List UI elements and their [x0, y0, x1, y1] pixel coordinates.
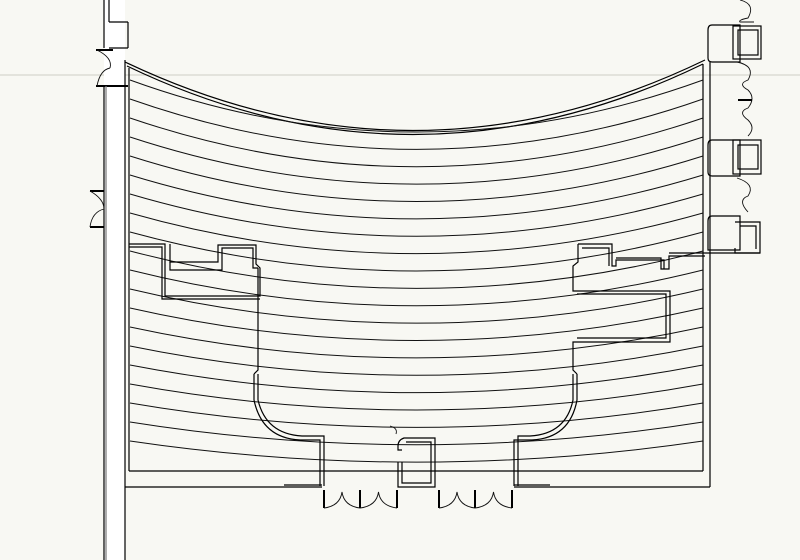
right-unit-1 [707, 0, 762, 63]
seating-row [129, 288, 704, 324]
right-unit-3 [707, 215, 761, 254]
seating-row [129, 174, 704, 220]
right-side-units [707, 0, 762, 254]
light-fixture-icon [389, 425, 397, 435]
stage-cutout [253, 374, 578, 488]
seating-row [129, 193, 704, 237]
seating-row [129, 440, 704, 463]
seating-row [129, 364, 704, 394]
door-arc-icon [323, 491, 361, 509]
door-arc-icon [96, 49, 111, 87]
door-arc-icon [736, 177, 751, 213]
right-box-module [572, 243, 760, 375]
seating-rows [129, 79, 704, 463]
seating-row [129, 155, 704, 202]
seating-row [129, 98, 704, 150]
seating-row [129, 421, 704, 446]
door-arc-icon [438, 491, 476, 509]
door-arc-icon [359, 491, 398, 509]
seating-row [129, 212, 704, 255]
seating-row [129, 383, 704, 411]
right-unit-2 [707, 139, 762, 177]
hall-outline [124, 59, 711, 488]
bottom-doors [323, 490, 513, 509]
seating-row [129, 345, 704, 376]
seating-row [129, 402, 704, 428]
seating-row [129, 231, 704, 272]
seating-row [129, 250, 704, 289]
seating-row [129, 117, 704, 168]
seating-row [129, 136, 704, 185]
seating-row [129, 307, 704, 341]
door-arc-icon [474, 491, 513, 509]
door-arc-icon [736, 61, 753, 137]
seating-row [129, 79, 704, 133]
left-box-module [129, 243, 261, 375]
seating-row [129, 269, 704, 307]
left-corridor [89, 0, 129, 560]
door-arc-icon [89, 190, 105, 228]
